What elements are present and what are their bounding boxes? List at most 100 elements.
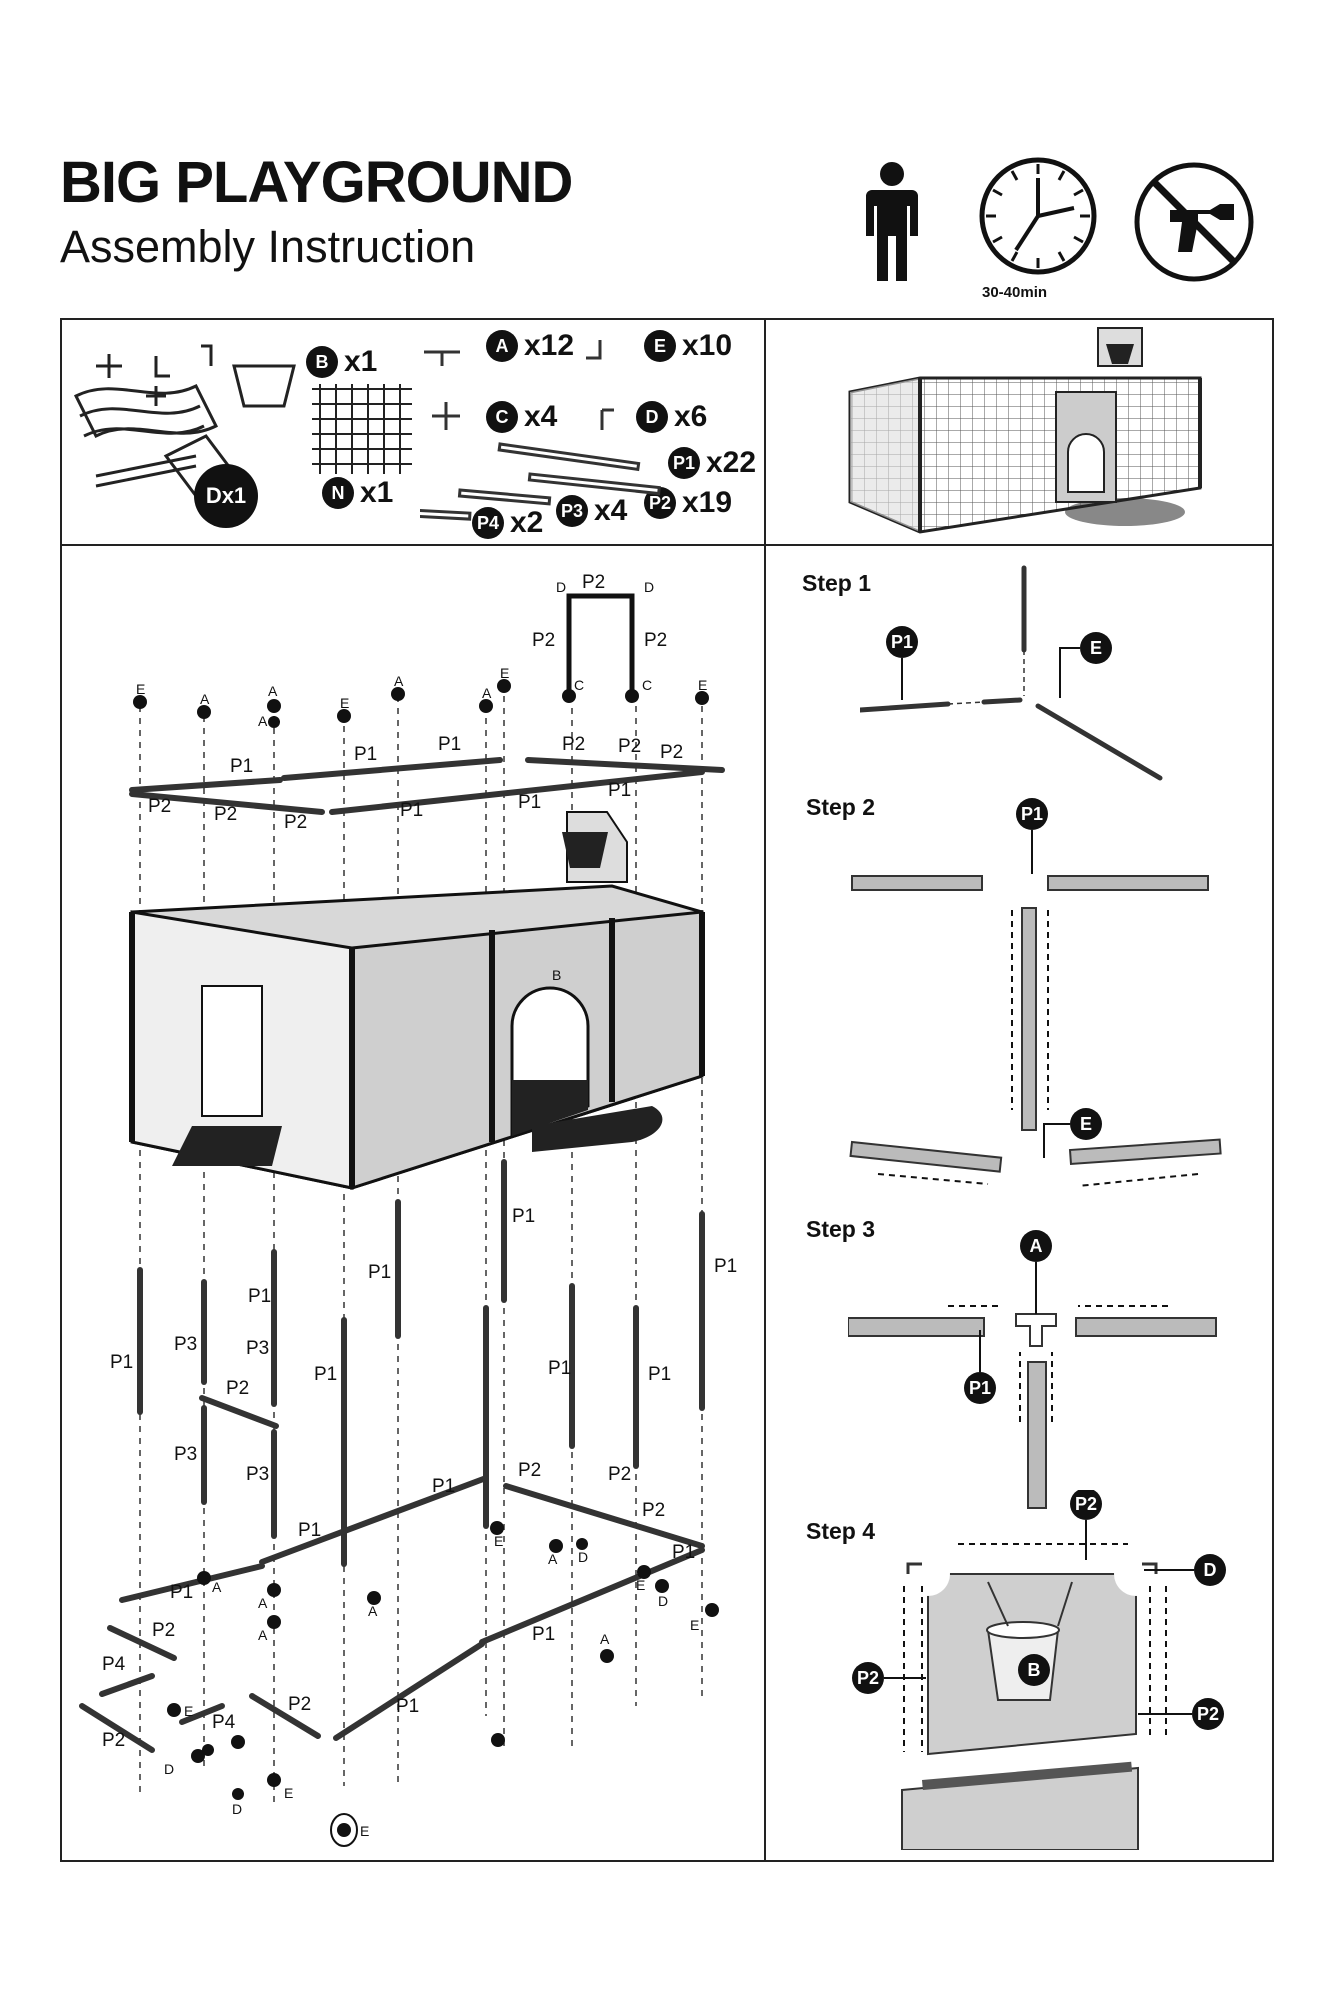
label-A: A <box>212 1579 222 1595</box>
exploded-assembly-diagram: P2 P2 P2 P1 P1 P1 P2 P2 P2 P2 P2 P2 P1 P… <box>79 572 737 1847</box>
label-P1: P1 <box>354 744 377 765</box>
label-C: C <box>574 677 584 693</box>
label-P1: P1 <box>438 734 461 755</box>
label-P2: P2 <box>226 1378 249 1399</box>
label-E: E <box>698 677 707 693</box>
part-badge-B: B <box>306 346 338 378</box>
page-subtitle: Assembly Instruction <box>60 221 476 272</box>
part-badge-P4: P4 <box>472 507 504 539</box>
label-P1: P1 <box>110 1352 133 1373</box>
label-E: E <box>494 1533 503 1549</box>
label-P1: P1 <box>608 780 631 801</box>
label-P3: P3 <box>246 1338 269 1359</box>
label-A: A <box>368 1603 378 1619</box>
label-P2: P2 <box>152 1620 175 1641</box>
label-P1: P1 <box>248 1286 271 1307</box>
parts-bundle-illustration <box>73 344 296 498</box>
label-P2: P2 <box>518 1460 541 1481</box>
part-D-count: D x6 <box>636 400 707 434</box>
label-A: A <box>258 713 268 729</box>
net-icon <box>312 384 412 474</box>
part-B-count: B x1 <box>306 345 377 379</box>
label-P2: P2 <box>288 1694 311 1715</box>
label-E: E <box>636 1577 645 1593</box>
person-icon <box>866 162 918 281</box>
label-P2: P2 <box>102 1730 125 1751</box>
part-badge-N: N <box>322 477 354 509</box>
step-2-badge-E: E <box>1080 1114 1092 1134</box>
label-P2: P2 <box>608 1464 631 1485</box>
label-D: D <box>232 1801 242 1817</box>
step-1-badge-E: E <box>1090 638 1102 658</box>
part-C-count: C x4 <box>486 400 557 434</box>
label-E: E <box>340 695 349 711</box>
label-P4: P4 <box>212 1712 236 1733</box>
label-P1: P1 <box>170 1582 193 1603</box>
step-3-diagram: A P1 <box>848 1230 1217 1509</box>
label-D: D <box>164 1761 174 1777</box>
label-P4: P4 <box>102 1654 126 1675</box>
label-A: A <box>200 691 210 707</box>
clock-icon <box>979 157 1097 275</box>
label-D: D <box>658 1593 668 1609</box>
label-P1: P1 <box>648 1364 671 1385</box>
label-P3: P3 <box>174 1444 197 1465</box>
label-P2: P2 <box>284 812 307 833</box>
label-P2: P2 <box>618 736 641 757</box>
label-A: A <box>258 1595 268 1611</box>
part-bundle-badge: Dx1 <box>194 464 258 528</box>
step-3-badge-P1: P1 <box>969 1378 991 1398</box>
label-P1: P1 <box>298 1520 321 1541</box>
step-2-diagram: P1 E <box>849 798 1222 1187</box>
label-P2: P2 <box>660 742 683 763</box>
step-4-badge-P2-right: P2 <box>1197 1704 1219 1724</box>
label-D: D <box>578 1549 588 1565</box>
label-E: E <box>284 1785 293 1801</box>
label-P2: P2 <box>562 734 585 755</box>
label-A: A <box>258 1627 268 1643</box>
label-P3: P3 <box>174 1334 197 1355</box>
label-P1: P1 <box>396 1696 419 1717</box>
label-P3: P3 <box>246 1464 269 1485</box>
step-1-title: Step 1 <box>802 570 872 596</box>
label-P1: P1 <box>400 800 423 821</box>
step-4-badge-D: D <box>1204 1560 1217 1580</box>
step-4-title: Step 4 <box>806 1518 876 1544</box>
label-P1: P1 <box>714 1256 737 1277</box>
label-D: D <box>556 579 566 595</box>
part-A-count: A x12 <box>486 329 574 363</box>
label-D: D <box>644 579 654 595</box>
page-title: BIG PLAYGROUND <box>60 150 573 215</box>
label-P2: P2 <box>532 630 555 651</box>
assembled-playground-illustration <box>848 327 1202 534</box>
part-P2-count: P2 x19 <box>644 486 732 520</box>
label-P2: P2 <box>148 796 171 817</box>
row-divider <box>60 544 1274 546</box>
label-A: A <box>548 1551 558 1567</box>
part-badge-D: D <box>636 401 668 433</box>
part-badge-C: C <box>486 401 518 433</box>
label-P1: P1 <box>314 1364 337 1385</box>
part-E-count: E x10 <box>644 329 732 363</box>
step-3-title: Step 3 <box>806 1216 876 1242</box>
part-badge-E: E <box>644 330 676 362</box>
step-4-diagram: P2 D B P2 P2 <box>852 1490 1226 1850</box>
label-B: B <box>552 967 561 983</box>
label-P1: P1 <box>532 1624 555 1645</box>
step-1-diagram: P1 E <box>860 565 1163 781</box>
no-drill-icon <box>1134 162 1254 282</box>
label-P1: P1 <box>672 1542 695 1563</box>
label-P1: P1 <box>548 1358 571 1379</box>
step-4-badge-P2-top: P2 <box>1075 1494 1097 1514</box>
label-E: E <box>184 1703 193 1719</box>
part-P4-count: P4 x2 <box>472 506 543 540</box>
label-P2: P2 <box>582 572 605 593</box>
instruction-frame <box>60 318 1274 1862</box>
label-P1: P1 <box>230 756 253 777</box>
part-N-count: N x1 <box>322 476 393 510</box>
part-shapes <box>420 340 661 521</box>
step-2-badge-P1: P1 <box>1021 804 1043 824</box>
step-4-badge-B: B <box>1028 1660 1041 1680</box>
label-E: E <box>690 1617 699 1633</box>
part-badge-A: A <box>486 330 518 362</box>
